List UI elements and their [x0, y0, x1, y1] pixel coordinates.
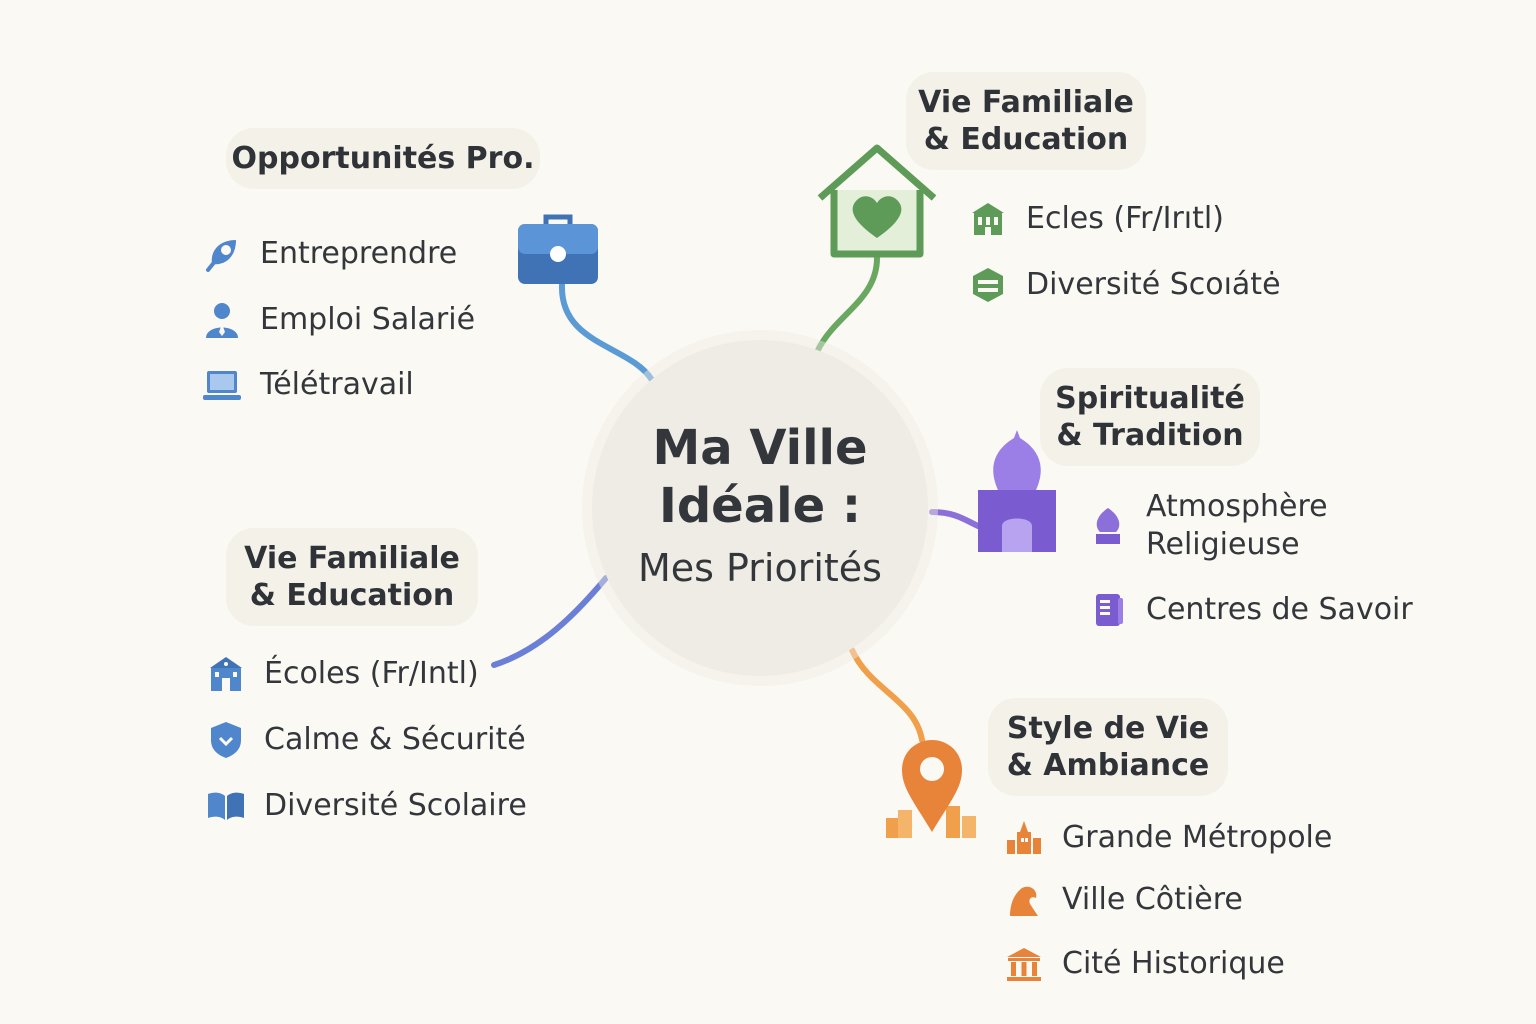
item-ville-cotiere: Ville Côtière: [1004, 880, 1243, 920]
item-grande-metropole: Grande Métropole: [1004, 818, 1332, 858]
monument-icon: [1004, 944, 1044, 984]
house-heart-icon: [817, 144, 937, 258]
item-label: Cité Historique: [1062, 946, 1285, 981]
open-book-icon: [206, 786, 246, 826]
item-diversite-scolaire: Diversité Scolaire: [206, 786, 527, 826]
briefcase-icon: [518, 214, 598, 284]
item-emploi-salarie: Emploi Salarié: [202, 300, 475, 340]
branch-title-family-top: Vie Familiale & Education: [906, 72, 1146, 170]
shield-icon: [206, 720, 246, 760]
item-label: Grande Métropole: [1062, 820, 1333, 855]
connector-style: [849, 647, 925, 743]
item-label: Emploi Salarié: [260, 302, 476, 337]
item-atmosphere-religieuse: Atmosphère Religieuse: [1088, 488, 1328, 564]
item-centres-de-savoir: Centres de Savoir: [1088, 590, 1413, 630]
central-node: Ma Ville Idéale : Mes Priorités: [592, 340, 928, 676]
connector-family-left: [491, 575, 609, 668]
city-icon: [1004, 818, 1044, 858]
branch-title-pro: Opportunités Pro.: [226, 128, 540, 189]
item-label: Entreprendre: [260, 236, 458, 271]
item-label: Ecles (Fr/Irıtl): [1026, 201, 1224, 236]
person-icon: [202, 300, 242, 340]
item-label: Calme & Sécurité: [264, 722, 526, 757]
central-subtitle: Mes Priorités: [638, 546, 882, 590]
item-teletravail: Télétravail: [202, 365, 414, 405]
item-ecoles-left: Écoles (Fr/Intl): [206, 654, 479, 694]
school-building-icon: [968, 199, 1008, 239]
connector-family-top: [815, 255, 880, 353]
book-icon: [1088, 590, 1128, 630]
item-label: Ville Côtière: [1062, 882, 1243, 917]
central-title-line1: Ma Ville: [652, 420, 868, 476]
item-ecoles-top: Ecles (Fr/Irıtl): [968, 199, 1224, 239]
item-calme-securite: Calme & Sécurité: [206, 720, 526, 760]
item-cite-historique: Cité Historique: [1004, 944, 1285, 984]
item-entreprendre: Entreprendre: [202, 234, 457, 274]
item-label: Atmosphère Religieuse: [1146, 489, 1328, 562]
item-label: Diversité Scolaire: [264, 788, 527, 823]
item-label: Télétravail: [260, 367, 414, 402]
laptop-icon: [202, 365, 242, 405]
connector-spirit: [929, 509, 981, 529]
connector-pro: [558, 282, 655, 383]
mosque-icon: [978, 430, 1056, 552]
branch-title-spirit: Spiritualité & Tradition: [1040, 368, 1260, 466]
central-title-line2: Idéale :: [658, 478, 862, 534]
item-diversite-top: Diversité Scoıátė: [968, 265, 1281, 305]
branch-title-family-left: Vie Familiale & Education: [226, 528, 478, 626]
school-icon: [206, 654, 246, 694]
dome-icon: [1088, 506, 1128, 546]
badge-icon: [968, 265, 1008, 305]
item-label: Centres de Savoir: [1146, 592, 1413, 627]
location-pin-icon: [886, 740, 976, 838]
coast-icon: [1004, 880, 1044, 920]
item-label: Diversité Scoıátė: [1026, 267, 1281, 302]
item-label: Écoles (Fr/Intl): [264, 656, 479, 691]
branch-title-style: Style de Vie & Ambiance: [988, 698, 1228, 796]
rocket-icon: [202, 234, 242, 274]
